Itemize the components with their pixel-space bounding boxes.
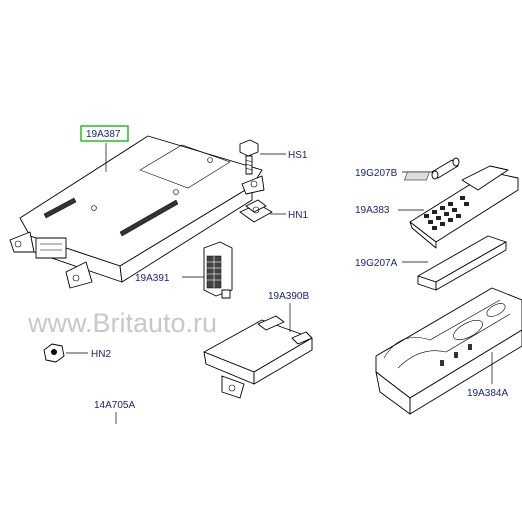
label-harness: 14A705A bbox=[94, 400, 135, 411]
label-screw: HS1 bbox=[288, 150, 308, 161]
nut-clip-drawing bbox=[239, 199, 273, 223]
label-cradle: 19A384A bbox=[467, 388, 508, 399]
handset-drawing bbox=[404, 165, 519, 249]
label-nut: HN2 bbox=[91, 349, 111, 360]
label-handset-cover: 19G207A bbox=[355, 258, 398, 269]
sensor-drawing bbox=[203, 241, 233, 299]
battery-drawing bbox=[431, 157, 460, 180]
bracket-drawing bbox=[203, 315, 313, 399]
label-sensor: 19A391 bbox=[135, 273, 170, 284]
cradle-drawing bbox=[375, 287, 522, 415]
highlight-box bbox=[80, 125, 129, 142]
label-bracket: 19A390B bbox=[268, 291, 309, 302]
handset-cover-drawing bbox=[417, 235, 507, 291]
label-handset: 19A383 bbox=[355, 205, 390, 216]
screw-drawing bbox=[239, 139, 259, 175]
label-battery: 19G207B bbox=[355, 168, 398, 179]
nut-drawing bbox=[43, 343, 65, 363]
watermark: www.Britauto.ru bbox=[27, 308, 217, 338]
label-nut-clip: HN1 bbox=[288, 210, 308, 221]
label-control-module: 19A387 bbox=[86, 129, 121, 140]
control-module-drawing bbox=[9, 135, 265, 289]
